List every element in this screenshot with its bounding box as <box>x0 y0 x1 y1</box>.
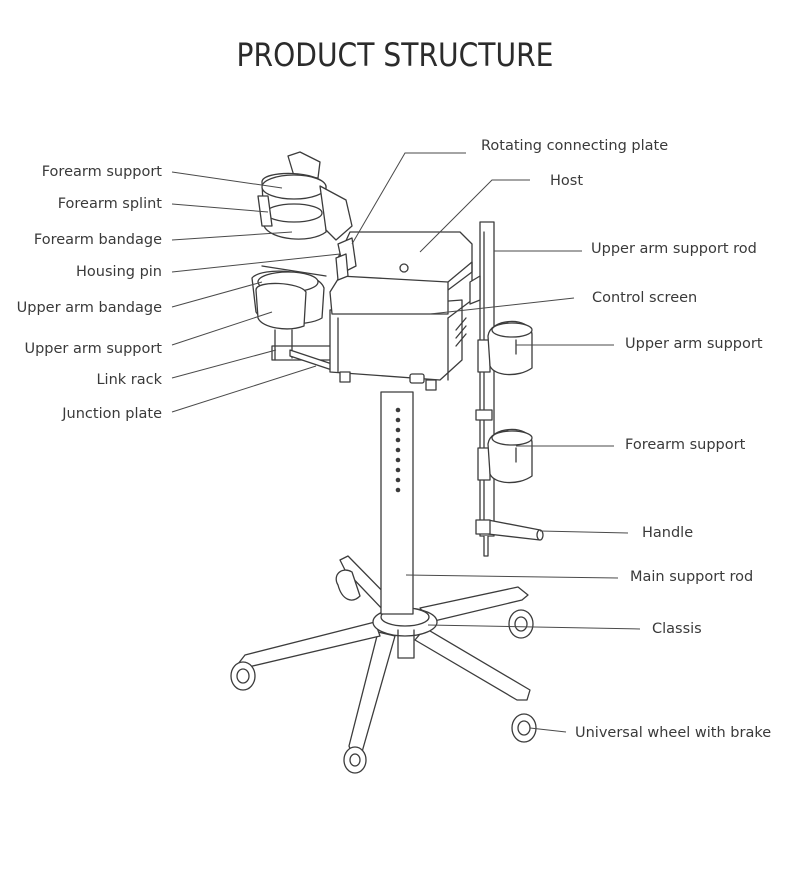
label-upper-arm-bandage: Upper arm bandage <box>17 300 162 316</box>
right-forearm-support <box>487 428 533 484</box>
label-upper-arm-support-right: Upper arm support <box>625 336 763 352</box>
right-upper-arm-support <box>487 320 533 376</box>
label-upper-arm-support-left: Upper arm support <box>24 341 162 357</box>
label-forearm-bandage: Forearm bandage <box>34 232 162 248</box>
labels-left: Forearm support Forearm splint Forearm b… <box>17 164 163 422</box>
upper-arm-support-rod <box>469 221 495 557</box>
junction-plate-link-rack <box>271 329 339 373</box>
rotating-connecting-plate <box>335 237 357 281</box>
label-housing-pin: Housing pin <box>76 264 162 280</box>
wheels <box>230 569 537 774</box>
label-forearm-splint: Forearm splint <box>58 196 163 212</box>
label-link-rack: Link rack <box>96 372 162 388</box>
diagram-title: PRODUCT STRUCTURE <box>236 36 554 74</box>
device-illustration <box>230 151 544 774</box>
label-host: Host <box>550 173 583 189</box>
left-forearm-support <box>257 151 353 241</box>
label-handle: Handle <box>642 525 693 541</box>
label-control-screen: Control screen <box>592 290 697 306</box>
left-upper-arm-support <box>251 265 327 330</box>
label-rotating-connecting-plate: Rotating connecting plate <box>481 138 668 154</box>
label-forearm-support-left: Forearm support <box>42 164 163 180</box>
label-forearm-support-right: Forearm support <box>625 437 746 453</box>
labels-right: Rotating connecting plate Host Upper arm… <box>481 138 771 741</box>
host-unit <box>329 231 473 391</box>
handle <box>475 519 544 541</box>
main-support-rod <box>380 391 414 615</box>
label-classis: Classis <box>652 621 702 637</box>
leader-lines <box>171 152 641 733</box>
label-upper-arm-support-rod: Upper arm support rod <box>591 241 757 257</box>
label-universal-wheel: Universal wheel with brake <box>575 725 771 741</box>
label-junction-plate: Junction plate <box>61 406 162 422</box>
label-main-support-rod: Main support rod <box>630 569 753 585</box>
